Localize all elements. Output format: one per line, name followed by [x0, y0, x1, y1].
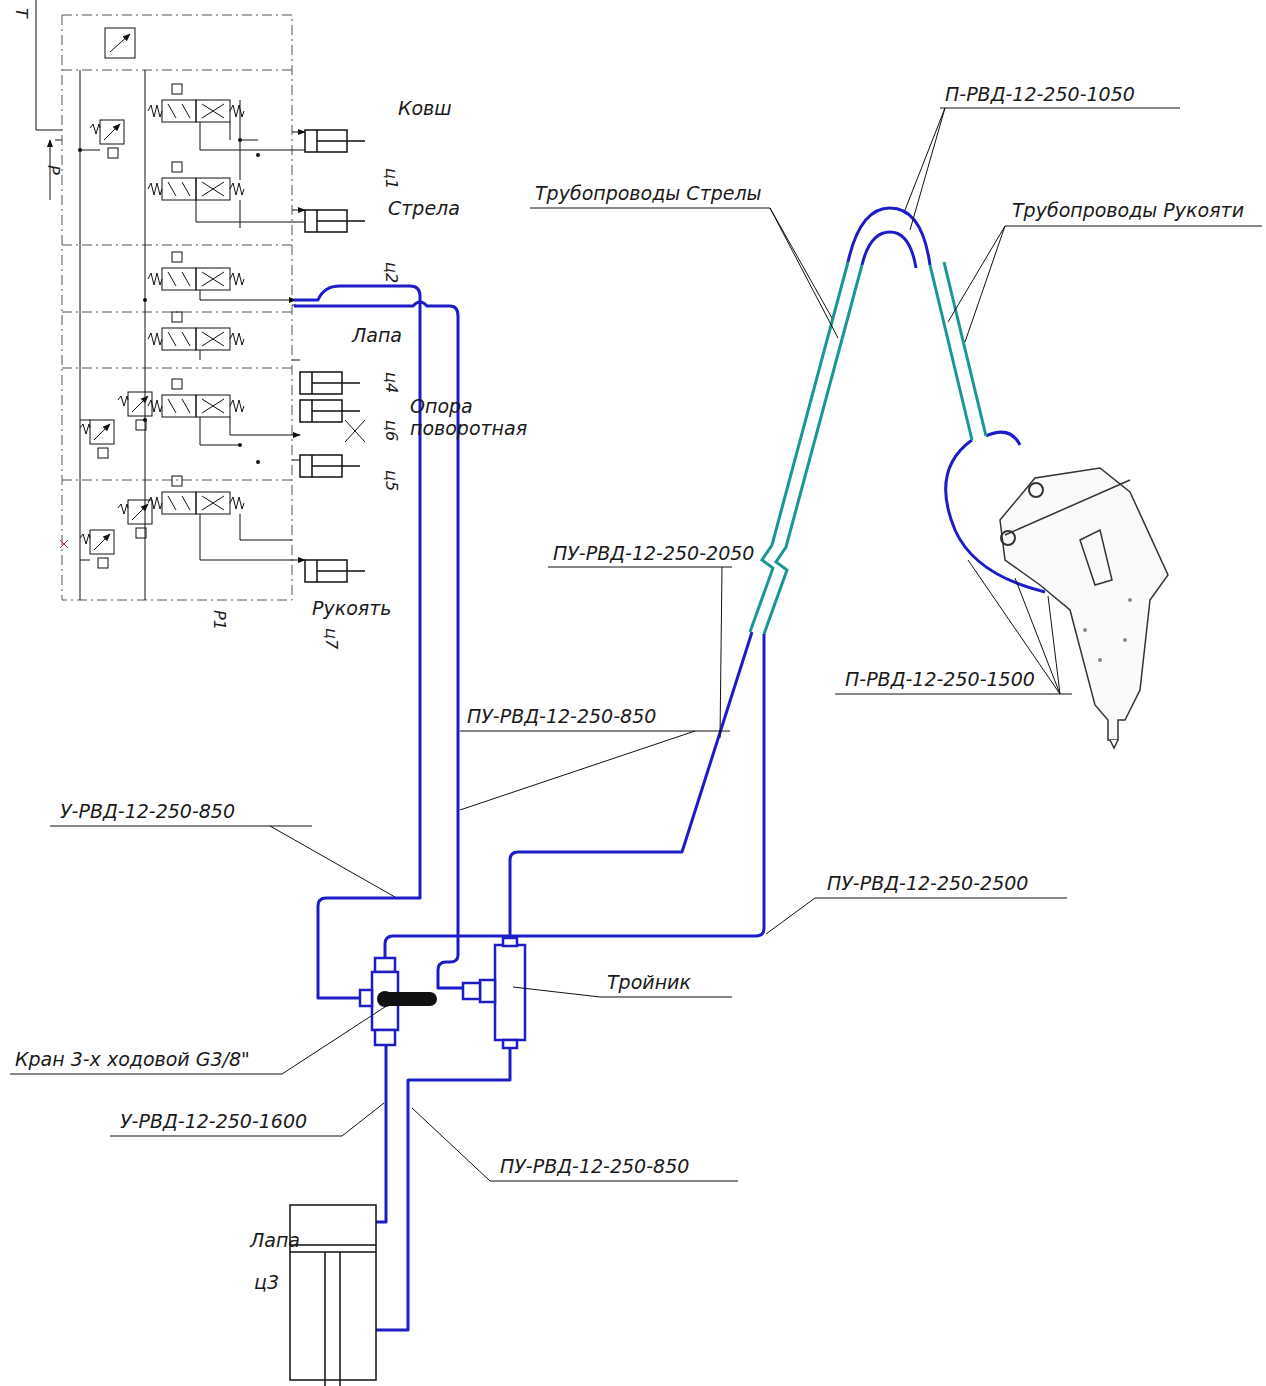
callout-label: ц3 — [254, 1272, 279, 1294]
callout-label: Трубопроводы Стрелы — [535, 183, 762, 205]
callout-label: Тройник — [607, 972, 691, 994]
designation-label: ц1 — [382, 168, 400, 189]
callout-label: П-РВД-12-250-1500 — [845, 669, 1035, 691]
callout-label: ПУ-РВД-12-250-2050 — [553, 543, 754, 565]
designation-label: T — [12, 8, 30, 18]
callout-label: Лапа — [352, 325, 402, 347]
designation-label: P1 — [210, 610, 228, 630]
designation-label: ц2 — [382, 262, 400, 283]
callout-label: Рукоять — [312, 598, 392, 620]
designation-label: ц4 — [382, 372, 400, 393]
callout-label: Лапа — [250, 1230, 300, 1252]
callout-label: У-РВД-12-250-850 — [60, 801, 235, 823]
callout-label: Трубопроводы Рукояти — [1012, 200, 1244, 222]
designation-label: P — [44, 165, 62, 175]
callout-label: Ковш — [398, 98, 452, 120]
callout-label: Стрела — [388, 198, 460, 220]
callout-label: Кран 3-х ходовой G3/8" — [15, 1049, 250, 1071]
callout-label: ПУ-РВД-12-250-2500 — [827, 873, 1028, 895]
callout-label: П-РВД-12-250-1050 — [945, 84, 1135, 106]
callout-label: ПУ-РВД-12-250-850 — [500, 1156, 689, 1178]
callout-label: Опора поворотная — [410, 396, 540, 440]
callout-label: ПУ-РВД-12-250-850 — [467, 706, 656, 728]
designation-label: ц5 — [382, 470, 400, 491]
designation-label: ц7 — [322, 628, 340, 649]
designation-label: ц6 — [382, 420, 400, 441]
callout-label: У-РВД-12-250-1600 — [120, 1111, 307, 1133]
